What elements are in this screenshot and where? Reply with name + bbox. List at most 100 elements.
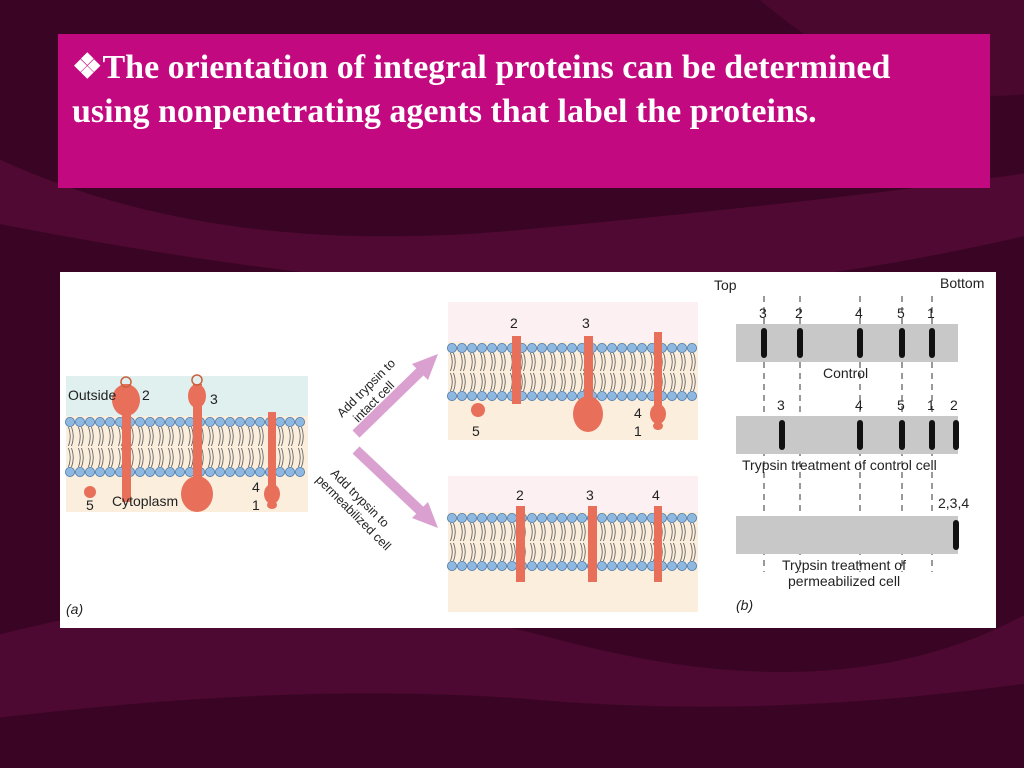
protein-number: 1 — [252, 497, 260, 513]
lipid-head — [254, 466, 265, 477]
lipid-tail — [178, 447, 184, 468]
lipid-tail — [490, 352, 496, 372]
lipid-tail — [680, 522, 686, 542]
lipid-head — [244, 416, 255, 427]
lipid-head — [294, 416, 305, 427]
protein-number: 4 — [652, 487, 660, 503]
lipid-tail — [470, 522, 476, 542]
gel-number: 5 — [897, 305, 905, 321]
lipid-tail — [530, 522, 536, 542]
lipid-head — [637, 343, 648, 354]
lipid-head — [536, 512, 547, 523]
lipid-head — [486, 391, 497, 402]
lipid-head — [456, 391, 467, 402]
lipid-tail — [620, 372, 626, 392]
membrane-figure: Outside Cytoplasm 2 3 4 1 5 (a) Add tryp… — [60, 272, 996, 628]
lipid-head — [506, 512, 517, 523]
lipid-head — [687, 343, 698, 354]
trypsin-arrows: Add trypsin to intact cell Add trypsin t… — [313, 354, 438, 553]
lipid-tail — [670, 522, 676, 542]
lipid-head — [84, 416, 95, 427]
lipid-tail — [258, 447, 264, 468]
lipid-head — [526, 512, 537, 523]
lipid-tail — [570, 522, 576, 542]
gel-number: 3 — [759, 305, 767, 321]
lipid-tail — [550, 522, 556, 542]
lipid-tail — [620, 542, 626, 562]
gel-number: 1 — [927, 397, 935, 413]
lipid-tail — [480, 352, 486, 372]
lipid-head — [274, 416, 285, 427]
lipid-head — [466, 512, 477, 523]
lipid-tail — [450, 542, 456, 562]
lipid-head — [556, 343, 567, 354]
lipid-head — [244, 466, 255, 477]
lipid-head — [637, 391, 648, 402]
lipid-head — [74, 416, 85, 427]
gel-number: 4 — [855, 397, 863, 413]
lipid-head — [446, 560, 457, 571]
lipid-tail — [450, 522, 456, 542]
lipid-tail — [630, 522, 636, 542]
lipid-head — [637, 560, 648, 571]
lipid-head — [627, 391, 638, 402]
lipid-head — [536, 391, 547, 402]
lipid-tail — [540, 522, 546, 542]
panel-a-label: (a) — [66, 601, 83, 617]
lipid-head — [456, 560, 467, 571]
lipid-head — [145, 416, 156, 427]
lipid-tail — [520, 372, 526, 392]
lipid-tail — [480, 542, 486, 562]
protein-number: 2 — [516, 487, 524, 503]
lipid-tail — [610, 352, 616, 372]
lipid-head — [667, 512, 678, 523]
gel-panel: Top Bottom 3 2 4 5 1 Contr — [714, 275, 984, 613]
lipid-head — [627, 512, 638, 523]
lipid-tail — [570, 372, 576, 392]
lipid-head — [546, 560, 557, 571]
figure-drawing: Outside Cytoplasm 2 3 4 1 5 (a) Add tryp… — [65, 275, 984, 617]
lipid-head — [476, 391, 487, 402]
lipid-tail — [168, 447, 174, 468]
lipid-head — [526, 391, 537, 402]
lipid-tail — [228, 447, 234, 468]
lipid-head — [687, 391, 698, 402]
lipid-head — [204, 416, 215, 427]
diamond-bullet-icon: ❖ — [72, 49, 103, 86]
lipid-tail — [640, 522, 646, 542]
outside-label: Outside — [68, 387, 116, 403]
gel-bottom-label: Bottom — [940, 275, 984, 291]
lipid-head — [486, 343, 497, 354]
trypsin-control-label: Trypsin treatment of control cell — [742, 457, 937, 473]
gel-number: 4 — [855, 305, 863, 321]
lipid-tail — [108, 426, 114, 447]
lipid-head — [637, 512, 648, 523]
lipid-head — [135, 466, 146, 477]
gel-number: 1 — [927, 305, 935, 321]
lipid-head — [224, 466, 235, 477]
lipid-head — [607, 343, 618, 354]
lipid-tail — [680, 352, 686, 372]
lipid-head — [566, 343, 577, 354]
lipid-tail — [680, 372, 686, 392]
lipid-tail — [148, 447, 154, 468]
gel-number: 5 — [897, 397, 905, 413]
lipid-tail — [500, 542, 506, 562]
lipid-head — [105, 466, 116, 477]
lipid-tail — [620, 352, 626, 372]
lipid-head — [456, 512, 467, 523]
lipid-tail — [670, 542, 676, 562]
lipid-tail — [630, 542, 636, 562]
lipid-tail — [138, 447, 144, 468]
lipid-tail — [238, 426, 244, 447]
lipid-tail — [610, 522, 616, 542]
gel-number: 2 — [795, 305, 803, 321]
lipid-tail — [510, 522, 516, 542]
lipid-head — [617, 512, 628, 523]
lipid-tail — [490, 522, 496, 542]
lipid-tail — [138, 426, 144, 447]
lipid-tail — [248, 426, 254, 447]
lipid-tail — [500, 522, 506, 542]
lipid-head — [476, 560, 487, 571]
lipid-tail — [218, 426, 224, 447]
